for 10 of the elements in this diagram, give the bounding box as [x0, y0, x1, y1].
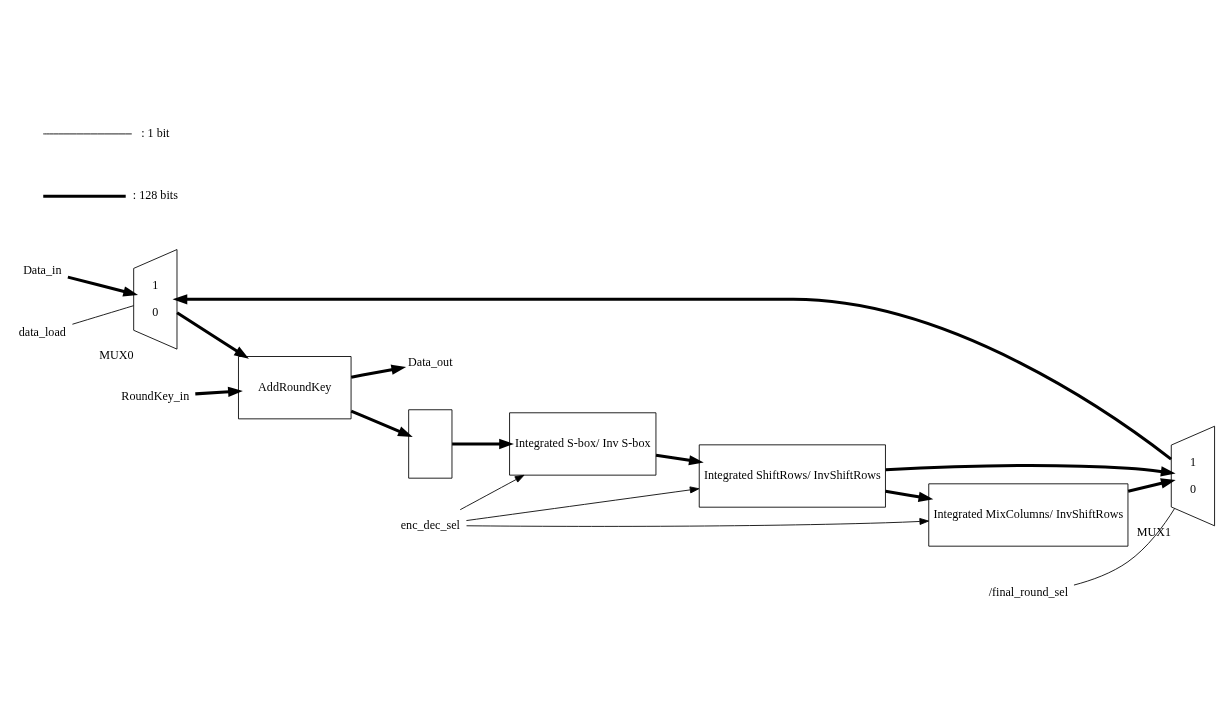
node-label: MUX0 [99, 347, 134, 362]
node-text: /final_round_sel [988, 585, 1069, 600]
node-text: data_load [18, 325, 66, 340]
node-text: Data_out [408, 354, 453, 369]
node-text: Data_in [23, 262, 62, 277]
legend-label: : 128 bits [132, 188, 178, 203]
node-text: RoundKey_in [121, 388, 190, 403]
node-label: MUX1 [1136, 524, 1172, 539]
legend-label: : 1 bit [141, 126, 170, 141]
node-text: enc_dec_sel [400, 517, 460, 532]
